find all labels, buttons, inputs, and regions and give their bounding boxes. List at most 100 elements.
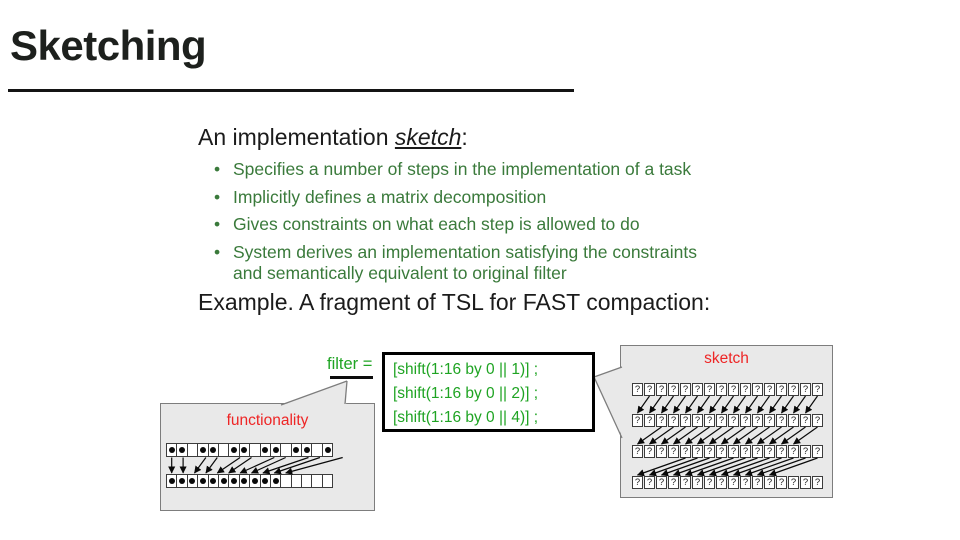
element-dot [199, 447, 206, 453]
unknown-cell: ? [656, 476, 667, 489]
unknown-cell: ? [644, 445, 655, 458]
unknown-cell: ? [680, 476, 691, 489]
sketch-row: ???????????????? [632, 383, 824, 396]
element-dot [231, 447, 238, 453]
unknown-cell: ? [800, 414, 811, 427]
unknown-cell: ? [668, 445, 679, 458]
unknown-cell: ? [632, 383, 643, 396]
unknown-cell: ? [704, 383, 715, 396]
unknown-cell: ? [752, 476, 763, 489]
element-dot [220, 478, 227, 484]
register-cell [321, 443, 334, 457]
unknown-cell: ? [716, 476, 727, 489]
unknown-cell: ? [680, 414, 691, 427]
element-dot [179, 447, 186, 453]
sketch-row: ???????????????? [632, 445, 824, 458]
unknown-cell: ? [704, 476, 715, 489]
unknown-cell: ? [632, 445, 643, 458]
sketch-label: sketch [704, 350, 749, 367]
element-dot [179, 478, 186, 484]
element-dot [303, 447, 310, 453]
unknown-cell: ? [668, 414, 679, 427]
functionality-box: functionality [160, 403, 375, 511]
element-dot [189, 478, 196, 484]
unknown-cell: ? [728, 476, 739, 489]
sketch-callout-wedge [594, 367, 623, 438]
unknown-cell: ? [692, 445, 703, 458]
functionality-output-row [166, 474, 334, 488]
heading-prefix: An implementation [198, 124, 395, 150]
sketch-row: ???????????????? [632, 476, 824, 489]
unknown-cell: ? [740, 383, 751, 396]
section-heading: An implementation sketch: [198, 124, 468, 151]
unknown-cell: ? [752, 414, 763, 427]
element-dot [293, 447, 300, 453]
element-dot [210, 478, 217, 484]
unknown-cell: ? [764, 476, 775, 489]
unknown-cell: ? [740, 476, 751, 489]
unknown-cell: ? [644, 414, 655, 427]
unknown-cell: ? [656, 445, 667, 458]
element-dot [168, 478, 175, 484]
bullet-item: Implicitly defines a matrix decompositio… [214, 187, 800, 209]
unknown-cell: ? [740, 414, 751, 427]
unknown-cell: ? [776, 383, 787, 396]
unknown-cell: ? [788, 445, 799, 458]
unknown-cell: ? [668, 383, 679, 396]
functionality-label: functionality [226, 412, 309, 429]
unknown-cell: ? [668, 476, 679, 489]
element-dot [272, 478, 279, 484]
unknown-cell: ? [776, 414, 787, 427]
functionality-input-row [166, 443, 334, 457]
unknown-cell: ? [788, 476, 799, 489]
unknown-cell: ? [752, 445, 763, 458]
unknown-cell: ? [752, 383, 763, 396]
element-dot [231, 478, 238, 484]
unknown-cell: ? [788, 383, 799, 396]
unknown-cell: ? [800, 383, 811, 396]
tsl-code-box: [shift(1:16 by 0 || 1)] ; [shift(1:16 by… [382, 352, 595, 432]
unknown-cell: ? [632, 414, 643, 427]
unknown-cell: ? [632, 476, 643, 489]
bullet-list: Specifies a number of steps in the imple… [214, 159, 800, 291]
sketch-box: sketch ?????????????????????????????????… [620, 345, 833, 498]
unknown-cell: ? [800, 445, 811, 458]
bullet-item: Specifies a number of steps in the imple… [214, 159, 800, 181]
filter-underline [330, 376, 373, 379]
register-cell [321, 474, 334, 488]
unknown-cell: ? [812, 476, 823, 489]
unknown-cell: ? [728, 383, 739, 396]
element-dot [241, 478, 248, 484]
example-caption: Example. A fragment of TSL for FAST comp… [198, 289, 711, 315]
unknown-cell: ? [812, 414, 823, 427]
title-underline-rule [8, 89, 574, 92]
bullet-item: System derives an implementation satisfy… [214, 242, 800, 285]
slide-title: Sketching [10, 22, 207, 69]
element-dot [272, 447, 279, 453]
unknown-cell: ? [764, 445, 775, 458]
heading-emphasis: sketch [394, 124, 462, 150]
unknown-cell: ? [740, 445, 751, 458]
element-dot [262, 478, 269, 484]
unknown-cell: ? [692, 414, 703, 427]
unknown-cell: ? [764, 414, 775, 427]
unknown-cell: ? [716, 414, 727, 427]
bullet-item: Gives constraints on what each step is a… [214, 214, 800, 236]
code-line: [shift(1:16 by 0 || 1)] ; [393, 361, 539, 378]
unknown-cell: ? [776, 445, 787, 458]
unknown-cell: ? [812, 383, 823, 396]
unknown-cell: ? [728, 414, 739, 427]
element-dot [241, 447, 248, 453]
unknown-cell: ? [680, 383, 691, 396]
element-dot [168, 447, 175, 453]
unknown-cell: ? [728, 445, 739, 458]
heading-suffix: : [461, 124, 468, 150]
unknown-cell: ? [704, 414, 715, 427]
unknown-cell: ? [716, 445, 727, 458]
unknown-cell: ? [644, 383, 655, 396]
unknown-cell: ? [656, 414, 667, 427]
unknown-cell: ? [680, 445, 691, 458]
element-dot [199, 478, 206, 484]
element-dot [251, 478, 258, 484]
element-dot [262, 447, 269, 453]
